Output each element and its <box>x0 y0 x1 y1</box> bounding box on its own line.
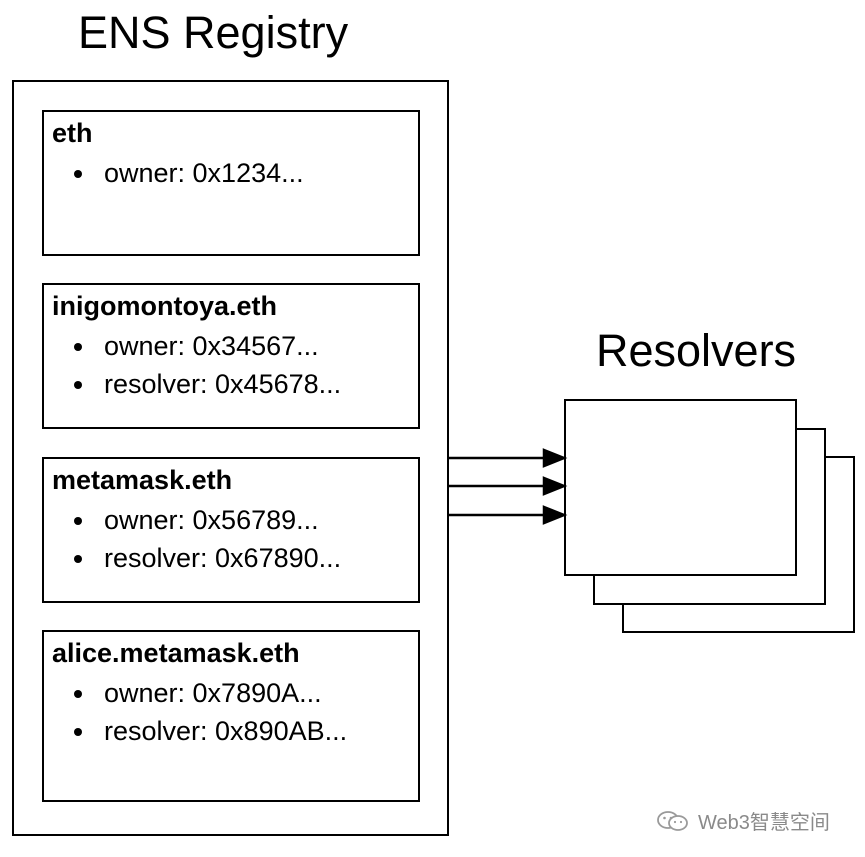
arrowhead <box>542 476 568 496</box>
registry-title: ENS Registry <box>78 7 349 58</box>
wechat-icon <box>656 809 690 833</box>
watermark-text: Web3智慧空间 <box>698 812 830 834</box>
entry-name: alice.metamask.eth <box>52 638 300 668</box>
entry-field-resolver: resolver: 0x890AB... <box>72 712 347 750</box>
ens-registry-box <box>12 80 449 836</box>
entry-field-owner: owner: 0x1234... <box>72 154 304 192</box>
entry-field-owner: owner: 0x34567... <box>72 327 341 365</box>
arrowhead <box>542 448 568 468</box>
resolvers-title: Resolvers <box>596 325 797 376</box>
entry-fields: owner: 0x34567... resolver: 0x45678... <box>72 327 341 403</box>
entry-field-resolver: resolver: 0x67890... <box>72 539 341 577</box>
resolver-box-front <box>564 399 797 576</box>
entry-field-owner: owner: 0x56789... <box>72 501 341 539</box>
arrowhead <box>542 505 568 525</box>
entry-fields: owner: 0x7890A... resolver: 0x890AB... <box>72 674 347 750</box>
entry-field-owner: owner: 0x7890A... <box>72 674 347 712</box>
entry-fields: owner: 0x1234... <box>72 154 304 192</box>
registry-entry-inigomontoya: inigomontoya.eth owner: 0x34567... resol… <box>42 283 420 429</box>
entry-field-resolver: resolver: 0x45678... <box>72 365 341 403</box>
registry-entry-metamask: metamask.eth owner: 0x56789... resolver:… <box>42 457 420 603</box>
registry-entry-alice-metamask: alice.metamask.eth owner: 0x7890A... res… <box>42 630 420 802</box>
entry-fields: owner: 0x56789... resolver: 0x67890... <box>72 501 341 577</box>
entry-name: inigomontoya.eth <box>52 291 277 321</box>
entry-name: eth <box>52 118 93 148</box>
entry-name: metamask.eth <box>52 465 233 495</box>
watermark: Web3智慧空间 <box>656 806 830 835</box>
registry-entry-eth: eth owner: 0x1234... <box>42 110 420 256</box>
